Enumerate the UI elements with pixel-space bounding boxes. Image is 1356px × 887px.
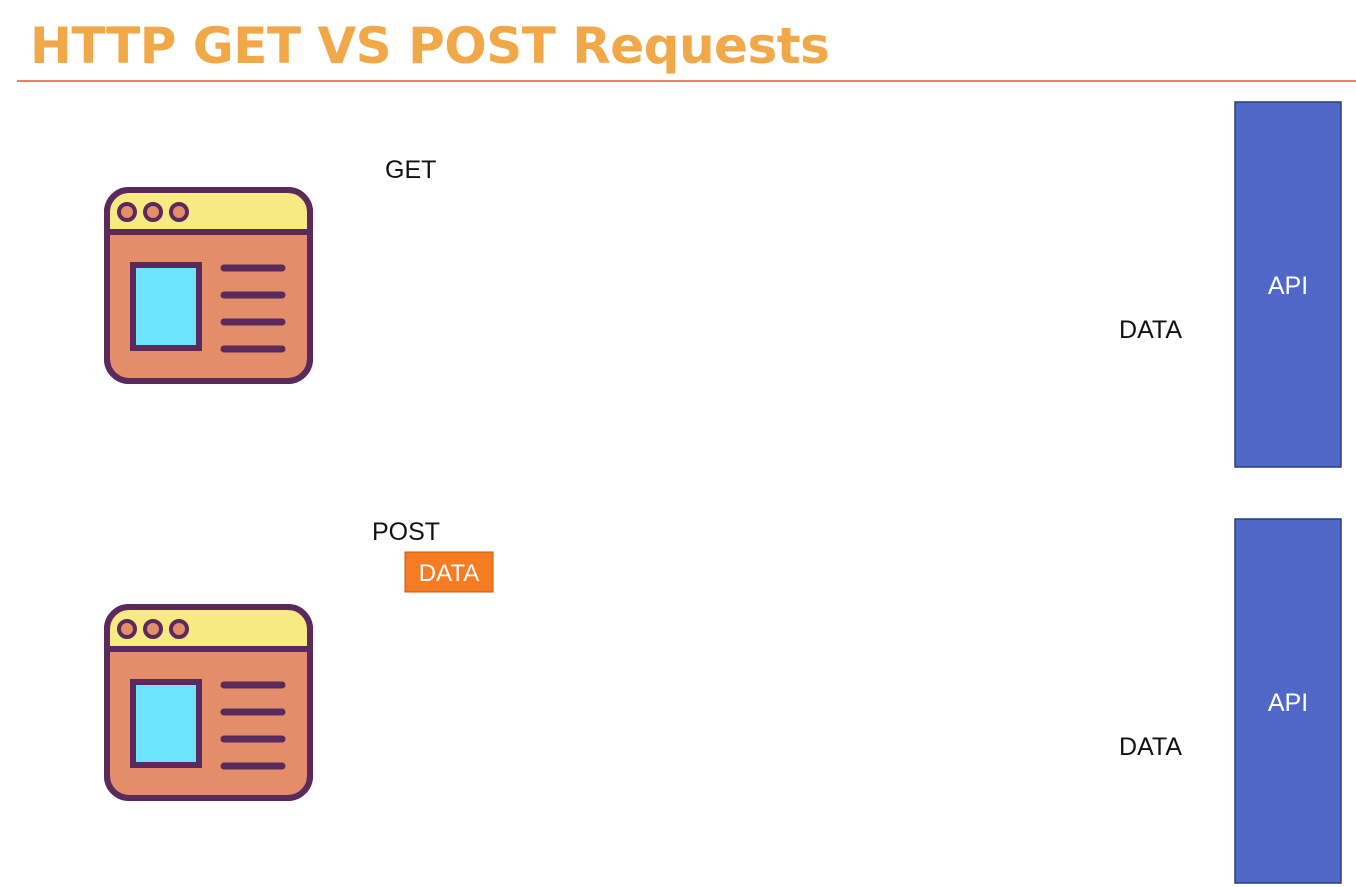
get-flow: GET DATA API	[104, 101, 1342, 468]
get-request-label: GET	[385, 156, 436, 184]
post-api-label: API	[1268, 689, 1308, 717]
post-api-box	[1234, 518, 1342, 884]
get-api-label: API	[1268, 272, 1308, 300]
title-underline	[17, 80, 1356, 82]
get-response-label: DATA	[1119, 316, 1182, 344]
post-flow: POST DATA DATA API	[104, 518, 1342, 884]
get-api-box	[1234, 101, 1342, 468]
page-title: HTTP GET VS POST Requests	[30, 17, 830, 75]
browser-window-icon	[104, 187, 313, 384]
browser-window-icon	[104, 604, 313, 801]
post-request-label: POST	[372, 518, 440, 546]
post-payload-chip: DATA	[404, 551, 494, 593]
post-response-label: DATA	[1119, 733, 1182, 761]
post-payload-label: DATA	[419, 560, 479, 587]
